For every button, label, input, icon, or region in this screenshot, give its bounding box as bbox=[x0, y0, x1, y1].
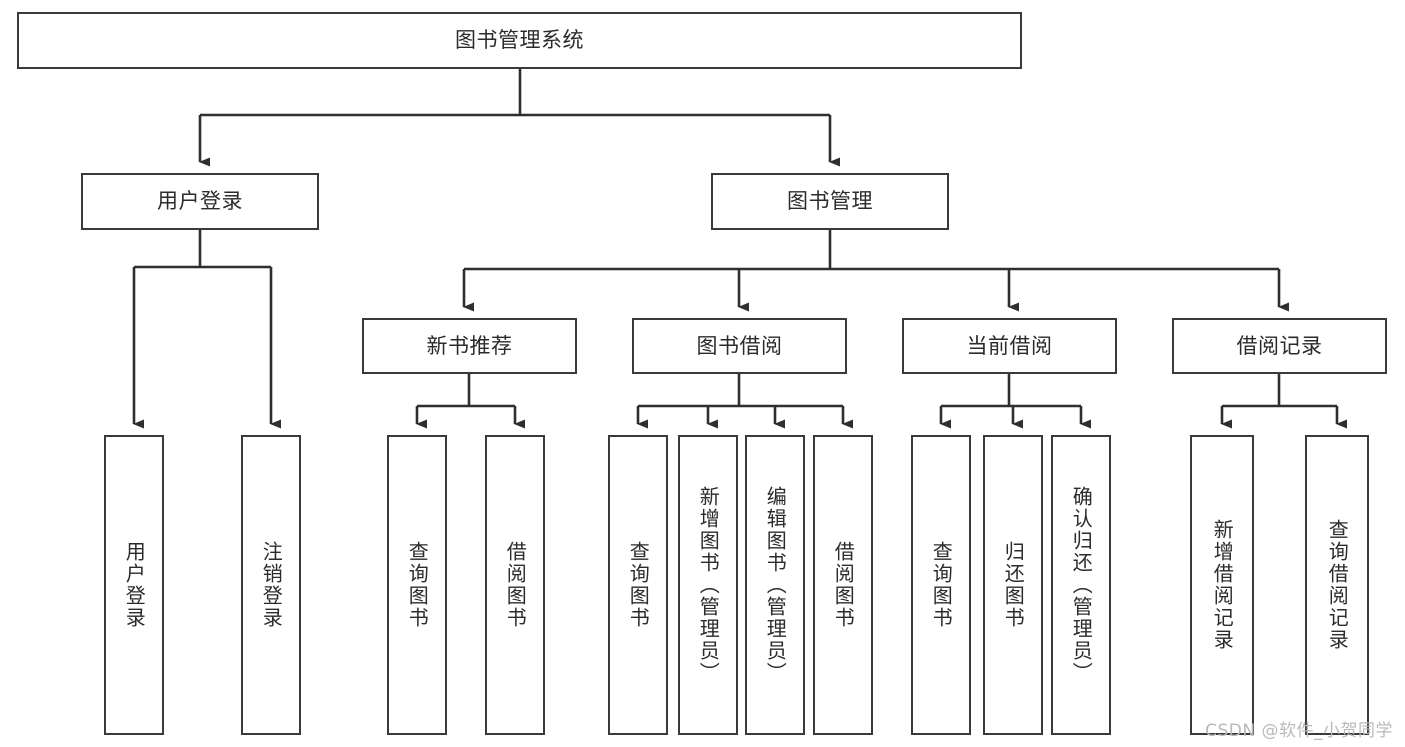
leaf-query-book-3[interactable]: 查询图书 bbox=[911, 435, 971, 735]
leaf-query-borrow-record[interactable]: 查询借阅记录 bbox=[1305, 435, 1369, 735]
leaf-confirm-return-admin-label: 确认归还（管理员） bbox=[1069, 486, 1094, 684]
leaf-edit-book-admin-label: 编辑图书（管理员） bbox=[763, 486, 788, 684]
node-book-management[interactable]: 图书管理 bbox=[711, 173, 949, 230]
leaf-edit-book-admin[interactable]: 编辑图书（管理员） bbox=[745, 435, 805, 735]
node-new-book-recommend-label: 新书推荐 bbox=[426, 333, 513, 358]
leaf-add-borrow-record-label: 新增借阅记录 bbox=[1210, 519, 1235, 651]
leaf-borrow-book-1-label: 借阅图书 bbox=[503, 541, 528, 629]
leaf-borrow-book-2-label: 借阅图书 bbox=[831, 541, 856, 629]
leaf-user-logout[interactable]: 注销登录 bbox=[241, 435, 301, 735]
leaf-borrow-book-1[interactable]: 借阅图书 bbox=[485, 435, 545, 735]
node-user-login-label: 用户登录 bbox=[157, 189, 243, 214]
leaf-query-book-1-label: 查询图书 bbox=[405, 541, 430, 629]
node-root-label: 图书管理系统 bbox=[455, 28, 584, 53]
node-current-borrow-label: 当前借阅 bbox=[966, 333, 1053, 358]
node-user-login[interactable]: 用户登录 bbox=[81, 173, 319, 230]
leaf-query-book-3-label: 查询图书 bbox=[929, 541, 954, 629]
leaf-confirm-return-admin[interactable]: 确认归还（管理员） bbox=[1051, 435, 1111, 735]
leaf-return-book-label: 归还图书 bbox=[1001, 541, 1026, 629]
leaf-add-book-admin[interactable]: 新增图书（管理员） bbox=[678, 435, 738, 735]
leaf-borrow-book-2[interactable]: 借阅图书 bbox=[813, 435, 873, 735]
leaf-add-book-admin-label: 新增图书（管理员） bbox=[696, 486, 721, 684]
node-borrow-record-label: 借阅记录 bbox=[1236, 333, 1323, 358]
node-book-borrow[interactable]: 图书借阅 bbox=[632, 318, 847, 374]
node-new-book-recommend[interactable]: 新书推荐 bbox=[362, 318, 577, 374]
leaf-user-login-label: 用户登录 bbox=[122, 541, 147, 629]
leaf-query-borrow-record-label: 查询借阅记录 bbox=[1325, 519, 1350, 651]
leaf-user-login[interactable]: 用户登录 bbox=[104, 435, 164, 735]
leaf-query-book-2[interactable]: 查询图书 bbox=[608, 435, 668, 735]
watermark-text: CSDN @软件_小贺同学 bbox=[1205, 721, 1393, 741]
leaf-user-logout-label: 注销登录 bbox=[259, 541, 284, 629]
leaf-add-borrow-record[interactable]: 新增借阅记录 bbox=[1190, 435, 1254, 735]
node-borrow-record[interactable]: 借阅记录 bbox=[1172, 318, 1387, 374]
leaf-query-book-2-label: 查询图书 bbox=[626, 541, 651, 629]
node-current-borrow[interactable]: 当前借阅 bbox=[902, 318, 1117, 374]
leaf-return-book[interactable]: 归还图书 bbox=[983, 435, 1043, 735]
leaf-query-book-1[interactable]: 查询图书 bbox=[387, 435, 447, 735]
node-book-borrow-label: 图书借阅 bbox=[696, 333, 783, 358]
node-root[interactable]: 图书管理系统 bbox=[17, 12, 1022, 69]
node-book-management-label: 图书管理 bbox=[787, 189, 873, 214]
